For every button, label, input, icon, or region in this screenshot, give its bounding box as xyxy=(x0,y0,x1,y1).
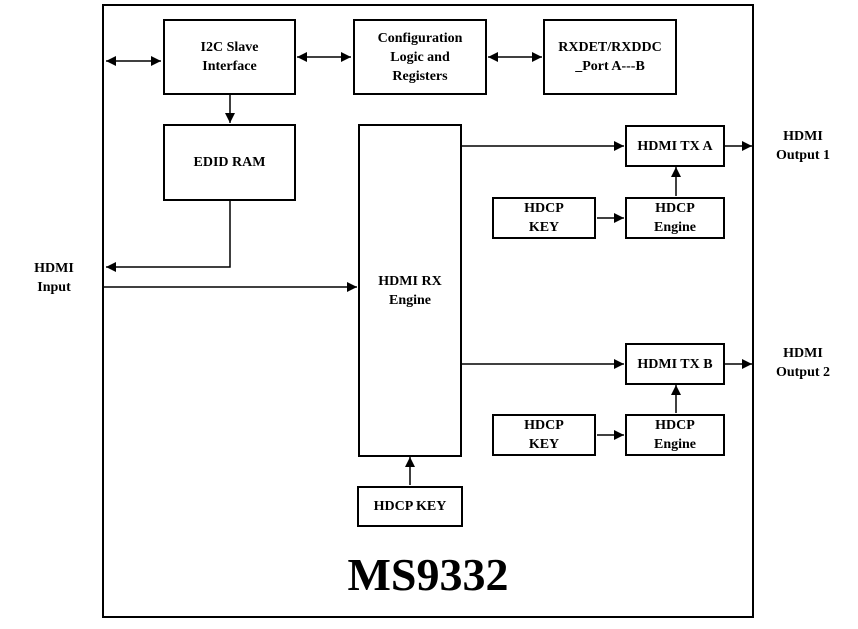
edid-ram-block: EDID RAM xyxy=(163,124,296,201)
hdcp-key-b-block: HDCP KEY xyxy=(492,414,596,456)
hdcp-engine-b-block: HDCP Engine xyxy=(625,414,725,456)
chip-outline xyxy=(102,4,754,618)
i2c-slave-interface-block: I2C Slave Interface xyxy=(163,19,296,95)
hdcp-key-rx-block: HDCP KEY xyxy=(357,486,463,527)
hdmi-rx-engine-block: HDMI RX Engine xyxy=(358,124,462,457)
hdcp-engine-a-block: HDCP Engine xyxy=(625,197,725,239)
hdmi-output-1-label: HDMI Output 1 xyxy=(775,129,831,163)
hdmi-output-2-label: HDMI Output 2 xyxy=(775,346,831,380)
hdmi-tx-b-block: HDMI TX B xyxy=(625,343,725,385)
configuration-logic-block: Configuration Logic and Registers xyxy=(353,19,487,95)
hdmi-tx-a-block: HDMI TX A xyxy=(625,125,725,167)
arrow-edid-ddc xyxy=(106,201,231,272)
hdcp-key-a-block: HDCP KEY xyxy=(492,197,596,239)
hdmi-input-label: HDMI Input xyxy=(34,261,74,295)
chip-name: MS9332 xyxy=(347,549,509,600)
rxdet-rxddc-block: RXDET/RXDDC _Port A---B xyxy=(543,19,677,95)
